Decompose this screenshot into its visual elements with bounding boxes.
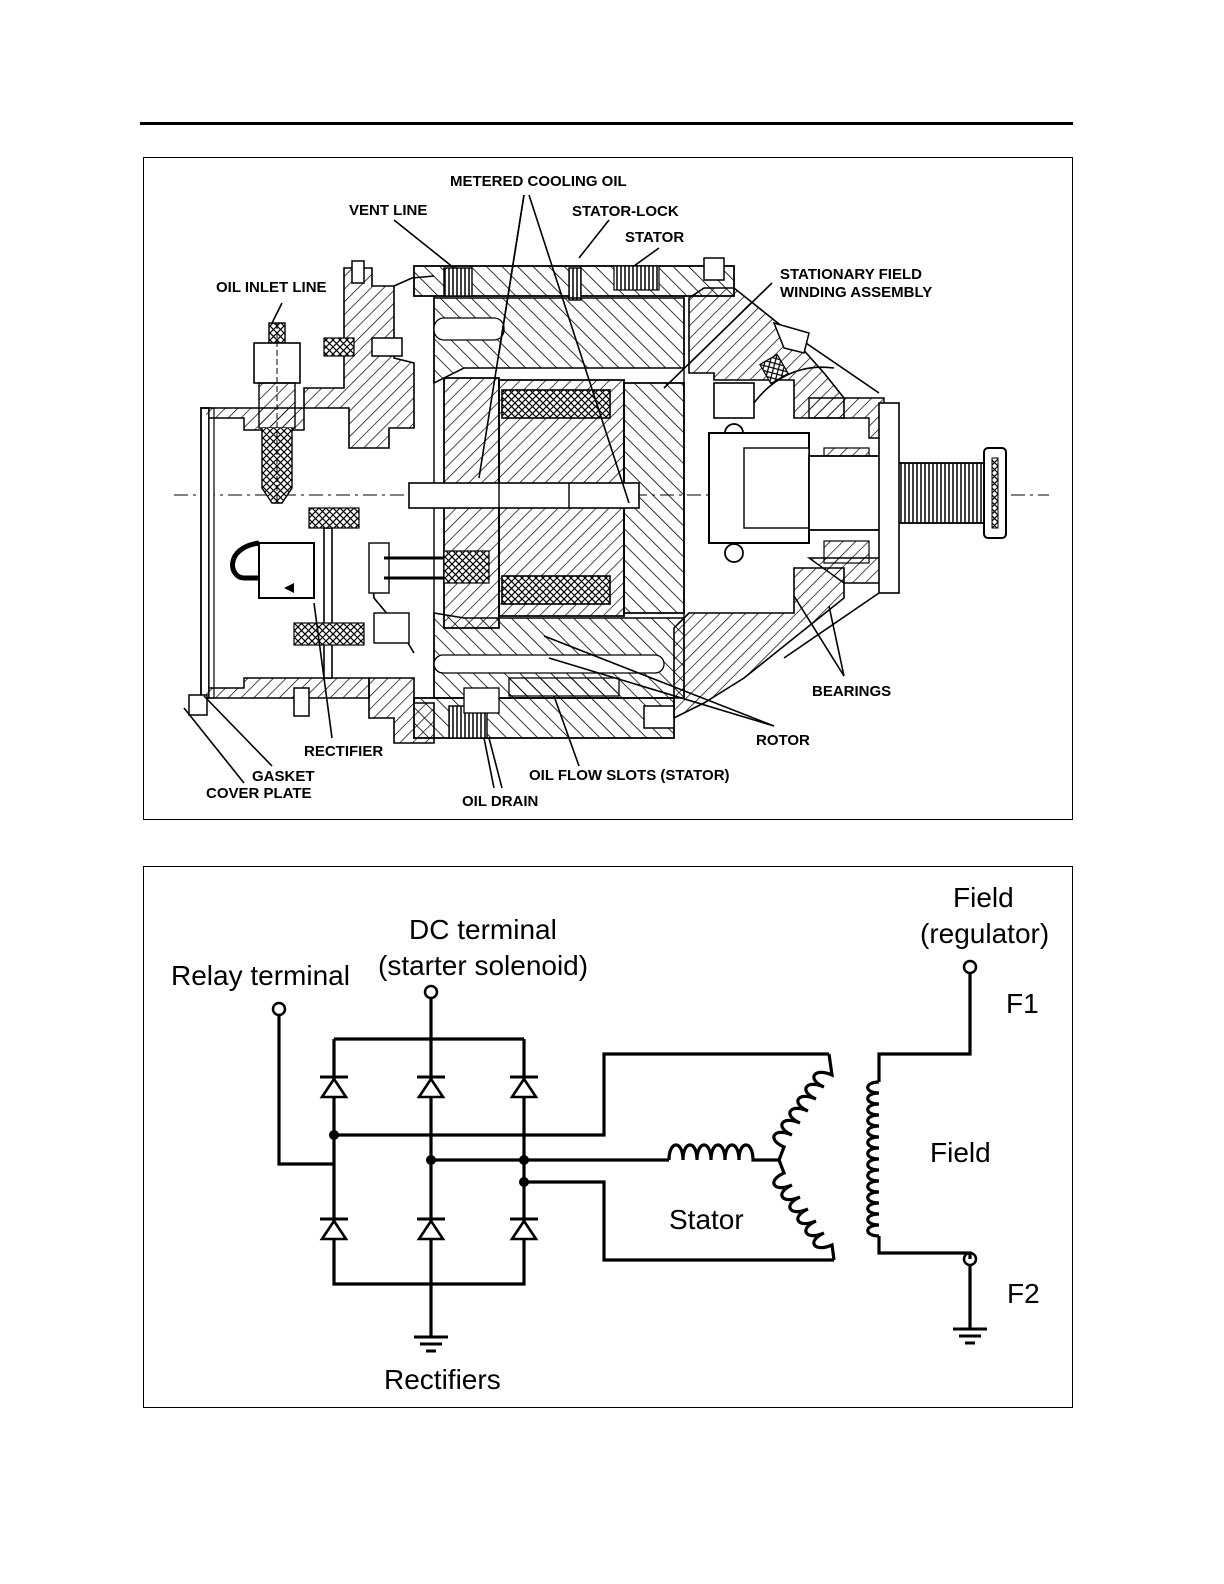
rectifier-diode — [320, 1077, 348, 1097]
junction-dot — [329, 1130, 339, 1140]
rectifier-diode — [417, 1077, 445, 1097]
label-oil-inlet-line: OIL INLET LINE — [216, 279, 327, 296]
label-stator: Stator — [669, 1204, 744, 1235]
label-f1: F1 — [1006, 988, 1039, 1019]
rectifier-diode — [320, 1219, 348, 1239]
label-rotor: ROTOR — [756, 732, 810, 749]
rectifier-diode — [510, 1077, 538, 1097]
label-f2: F2 — [1007, 1278, 1040, 1309]
label-relay-terminal: Relay terminal — [171, 960, 350, 991]
rectifier-assembly — [233, 508, 444, 678]
rectifier-diode — [510, 1219, 538, 1239]
junction-dot — [519, 1177, 529, 1187]
field-terminal-f1 — [964, 961, 976, 973]
alternator-schematic: DC terminal (starter solenoid) Relay ter… — [144, 867, 1072, 1407]
label-oil-flow-slots: OIL FLOW SLOTS (STATOR) — [529, 767, 730, 784]
label-dc-terminal: DC terminal — [409, 914, 557, 945]
rectifier-diode — [417, 1219, 445, 1239]
label-stator-lock: STATOR-LOCK — [572, 203, 679, 220]
ground-symbol — [953, 1265, 987, 1343]
label-starter-solenoid: (starter solenoid) — [378, 950, 588, 981]
label-field: Field — [930, 1137, 991, 1168]
label-field-regulator: (regulator) — [920, 918, 1049, 949]
alternator-cutaway-drawing: METERED COOLING OIL VENT LINE STATOR-LOC… — [144, 158, 1072, 819]
header-rule — [140, 122, 1073, 125]
dc-terminal — [425, 986, 437, 998]
relay-terminal — [273, 1003, 285, 1015]
label-bearings: BEARINGS — [812, 683, 891, 700]
junction-dot — [426, 1155, 436, 1165]
alternator-schematic-figure: DC terminal (starter solenoid) Relay ter… — [143, 866, 1073, 1408]
alternator-cutaway-figure: METERED COOLING OIL VENT LINE STATOR-LOC… — [143, 157, 1073, 820]
label-cover-plate: COVER PLATE — [206, 785, 312, 802]
label-gasket: GASKET — [252, 768, 315, 785]
junction-dot — [519, 1155, 529, 1165]
rotor — [409, 378, 684, 628]
label-field-regulator-title: Field — [953, 882, 1014, 913]
label-stator: STATOR — [625, 229, 684, 246]
label-oil-drain: OIL DRAIN — [462, 793, 538, 810]
label-metered-cooling-oil: METERED COOLING OIL — [450, 173, 627, 190]
rectifier-bridge-wiring — [279, 998, 834, 1337]
label-vent-line: VENT LINE — [349, 202, 427, 219]
field-winding — [868, 973, 970, 1259]
label-rectifier: RECTIFIER — [304, 743, 383, 760]
label-rectifiers: Rectifiers — [384, 1364, 501, 1395]
oil-inlet-fitting — [254, 323, 300, 503]
label-stationary-field: STATIONARY FIELD — [780, 266, 922, 283]
ground-symbol — [414, 1337, 448, 1351]
label-winding-assembly: WINDING ASSEMBLY — [780, 284, 932, 301]
